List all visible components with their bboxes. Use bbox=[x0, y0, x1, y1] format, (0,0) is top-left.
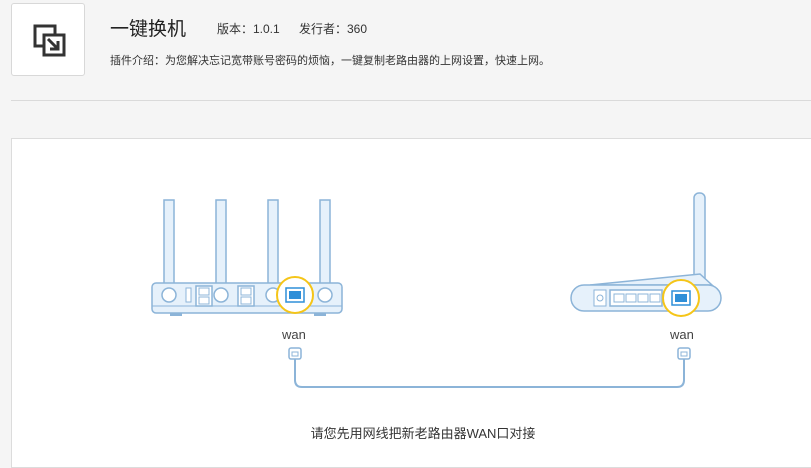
plugin-publisher: 发行者：360 bbox=[299, 22, 368, 36]
plugin-title: 一键换机 bbox=[110, 19, 187, 40]
old-router-wan-label: wan bbox=[670, 327, 694, 342]
header-divider bbox=[11, 100, 811, 101]
plugin-header: 一键换机 版本：1.0.1 发行者：360 插件介绍：为您解决忘记宽带账号密码的… bbox=[0, 0, 811, 100]
swap-arrow-icon bbox=[33, 24, 66, 57]
new-router-wan-label: wan bbox=[282, 327, 306, 342]
plugin-icon-box bbox=[11, 3, 85, 76]
old-router-wan-port bbox=[662, 279, 700, 317]
plugin-description: 插件介绍：为您解决忘记宽带账号密码的烦恼，一键复制老路由器的上网设置，快速上网。 bbox=[110, 55, 550, 67]
new-router-wan-port bbox=[276, 276, 314, 314]
connection-instruction: 请您先用网线把新老路由器WAN口对接 bbox=[310, 426, 536, 441]
plugin-version: 版本：1.0.1 bbox=[217, 22, 280, 36]
ethernet-cable bbox=[288, 347, 691, 388]
